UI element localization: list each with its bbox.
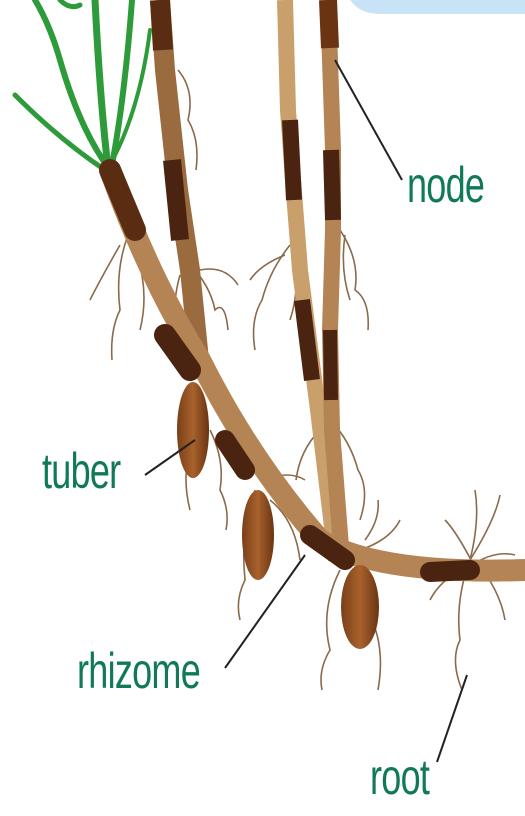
green-stems <box>15 0 150 170</box>
corner-tab <box>350 0 525 14</box>
tubers <box>177 382 379 649</box>
tuber-label: tuber <box>42 446 120 496</box>
root-label: root <box>370 752 429 802</box>
node-leader-line <box>335 60 402 180</box>
node-label: node <box>407 160 484 210</box>
root-leader-line <box>437 675 467 762</box>
rhizome-label: rhizome <box>77 646 200 696</box>
